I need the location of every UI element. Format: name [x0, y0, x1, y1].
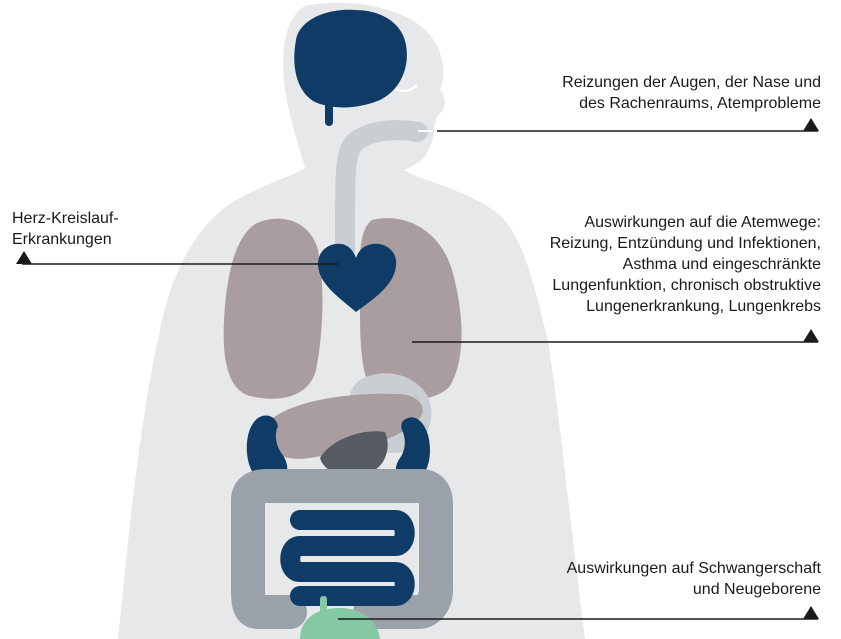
annotation-pregnancy: Auswirkungen auf Schwangerschaft und Neu…: [567, 558, 821, 600]
annotation-cardiovascular: Herz-Kreislauf- Erkrankungen: [12, 208, 119, 250]
brain-stem: [325, 98, 333, 126]
left-lung: [224, 219, 323, 399]
annotation-eyes-nose-throat: Reizungen der Augen, der Nase und des Ra…: [562, 72, 821, 114]
brain-icon: [294, 10, 407, 108]
pointer-triangle-airways: [803, 329, 819, 342]
annotation-respiratory: Auswirkungen auf die Atemwege: Reizung, …: [550, 212, 821, 317]
pointer-triangle-eyes: [803, 118, 819, 131]
pointer-triangle-heart: [16, 251, 32, 264]
pointer-triangle-pregnancy: [803, 606, 819, 619]
